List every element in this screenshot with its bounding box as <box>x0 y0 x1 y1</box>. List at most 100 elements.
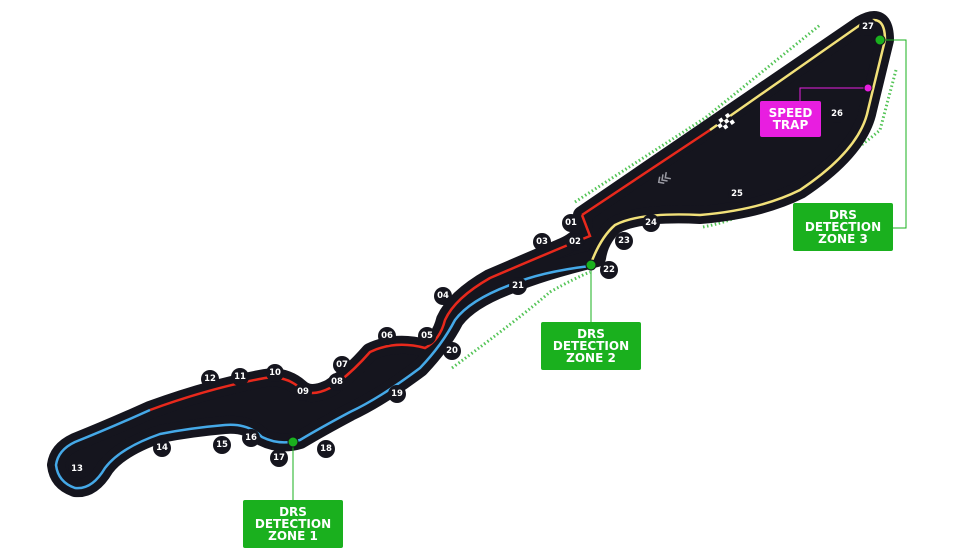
turn-marker-circle <box>443 342 461 360</box>
turn-marker-11: 11 <box>231 368 249 386</box>
turn-marker-17: 17 <box>270 449 288 467</box>
turn-number-01: 01 <box>565 218 577 228</box>
turn-marker-08: 08 <box>328 373 346 391</box>
turn-marker-circle <box>378 327 396 345</box>
turn-marker-04: 04 <box>434 287 452 305</box>
turn-number-23: 23 <box>618 236 630 246</box>
turn-marker-13: 13 <box>68 460 86 478</box>
turn-marker-circle <box>266 364 284 382</box>
turn-number-15: 15 <box>216 440 228 450</box>
turn-marker-circle <box>270 449 288 467</box>
turn-number-11: 11 <box>234 372 246 382</box>
turn-number-17: 17 <box>273 453 285 463</box>
turn-number-07: 07 <box>336 360 348 370</box>
turn-marker-circle <box>418 327 436 345</box>
turn-marker-07: 07 <box>333 356 351 374</box>
drs-2-detection-point <box>585 259 597 271</box>
turn-marker-circle <box>828 105 846 123</box>
turn-marker-circle <box>328 373 346 391</box>
turn-marker-circle <box>201 370 219 388</box>
turn-number-16: 16 <box>245 433 257 443</box>
turn-number-25: 25 <box>731 189 743 199</box>
turn-marker-09: 09 <box>294 383 312 401</box>
speed-trap-label: SPEED TRAP <box>760 101 821 137</box>
drs-zone-back-straight <box>451 270 591 370</box>
speed-trap-point <box>863 83 873 93</box>
turn-marker-circle <box>533 233 551 251</box>
turn-number-10: 10 <box>269 368 281 378</box>
turn-marker-14: 14 <box>153 439 171 457</box>
turn-number-05: 05 <box>421 331 433 341</box>
turn-marker-20: 20 <box>443 342 461 360</box>
drs-detection-zone-1-label: DRS DETECTION ZONE 1 <box>243 500 343 548</box>
turn-number-27: 27 <box>862 22 874 32</box>
turn-marker-circle <box>509 277 527 295</box>
turn-marker-circle <box>68 460 86 478</box>
turn-number-09: 09 <box>297 387 309 397</box>
turn-marker-27: 27 <box>859 18 877 36</box>
drs-detection-zone-2-label: DRS DETECTION ZONE 2 <box>541 322 641 370</box>
drs-3-line3: ZONE 3 <box>818 232 868 246</box>
drs-3-line2: DETECTION <box>804 220 882 234</box>
drs-zone-main-straight <box>574 23 821 204</box>
turn-marker-26: 26 <box>828 105 846 123</box>
turn-marker-circle <box>859 18 877 36</box>
turn-marker-05: 05 <box>418 327 436 345</box>
turn-number-20: 20 <box>446 346 458 356</box>
turn-marker-circle <box>434 287 452 305</box>
turn-number-03: 03 <box>536 237 548 247</box>
turn-marker-21: 21 <box>509 277 527 295</box>
turn-number-04: 04 <box>437 291 449 301</box>
turn-number-02: 02 <box>569 237 581 247</box>
turn-marker-circle <box>728 185 746 203</box>
turn-marker-circle <box>566 233 584 251</box>
turn-marker-15: 15 <box>213 436 231 454</box>
turn-number-26: 26 <box>831 109 843 119</box>
turn-number-06: 06 <box>381 331 393 341</box>
drs-1-line1: DRS <box>279 505 307 519</box>
turn-marker-circle <box>294 383 312 401</box>
turn-marker-circle <box>153 439 171 457</box>
turn-marker-01: 01 <box>562 214 580 232</box>
turn-marker-19: 19 <box>388 385 406 403</box>
drs-2-line3: ZONE 2 <box>566 351 616 365</box>
turn-marker-circle <box>562 214 580 232</box>
turn-marker-23: 23 <box>615 232 633 250</box>
sector-2-line <box>54 264 591 490</box>
drs-3-line1: DRS <box>829 208 857 222</box>
turn-marker-10: 10 <box>266 364 284 382</box>
turn-marker-03: 03 <box>533 233 551 251</box>
turn-marker-06: 06 <box>378 327 396 345</box>
turn-number-08: 08 <box>331 377 343 387</box>
drs-2-line1: DRS <box>577 327 605 341</box>
turn-markers: 01 02 03 04 05 06 07 08 09 10 11 12 13 14 15 16 17 18 19 20… <box>68 18 877 478</box>
turn-marker-22: 22 <box>600 261 618 279</box>
turn-number-13: 13 <box>71 464 83 474</box>
turn-number-22: 22 <box>603 265 615 275</box>
drs-1-detection-point <box>287 436 299 448</box>
turn-number-14: 14 <box>156 443 168 453</box>
speed-trap-line2: TRAP <box>772 118 809 132</box>
chequered-flag-icon <box>715 112 735 132</box>
turn-marker-circle <box>231 368 249 386</box>
turn-marker-24: 24 <box>642 214 660 232</box>
turn-number-21: 21 <box>512 281 524 291</box>
turn-number-19: 19 <box>391 389 403 399</box>
drs-2-line2: DETECTION <box>552 339 630 353</box>
drs-detection-zone-3-label: DRS DETECTION ZONE 3 <box>793 203 893 251</box>
drs-1-line2: DETECTION <box>254 517 332 531</box>
drs-3-detection-point <box>874 34 886 46</box>
track-surface <box>47 11 894 498</box>
speed-trap-connector <box>799 87 868 101</box>
turn-marker-circle <box>642 214 660 232</box>
turn-marker-circle <box>333 356 351 374</box>
turn-marker-circle <box>317 440 335 458</box>
turn-number-18: 18 <box>320 444 332 454</box>
turn-marker-16: 16 <box>242 429 260 447</box>
turn-number-24: 24 <box>645 218 657 228</box>
turn-marker-25: 25 <box>728 185 746 203</box>
turn-marker-12: 12 <box>201 370 219 388</box>
turn-marker-circle <box>388 385 406 403</box>
turn-marker-circle <box>213 436 231 454</box>
